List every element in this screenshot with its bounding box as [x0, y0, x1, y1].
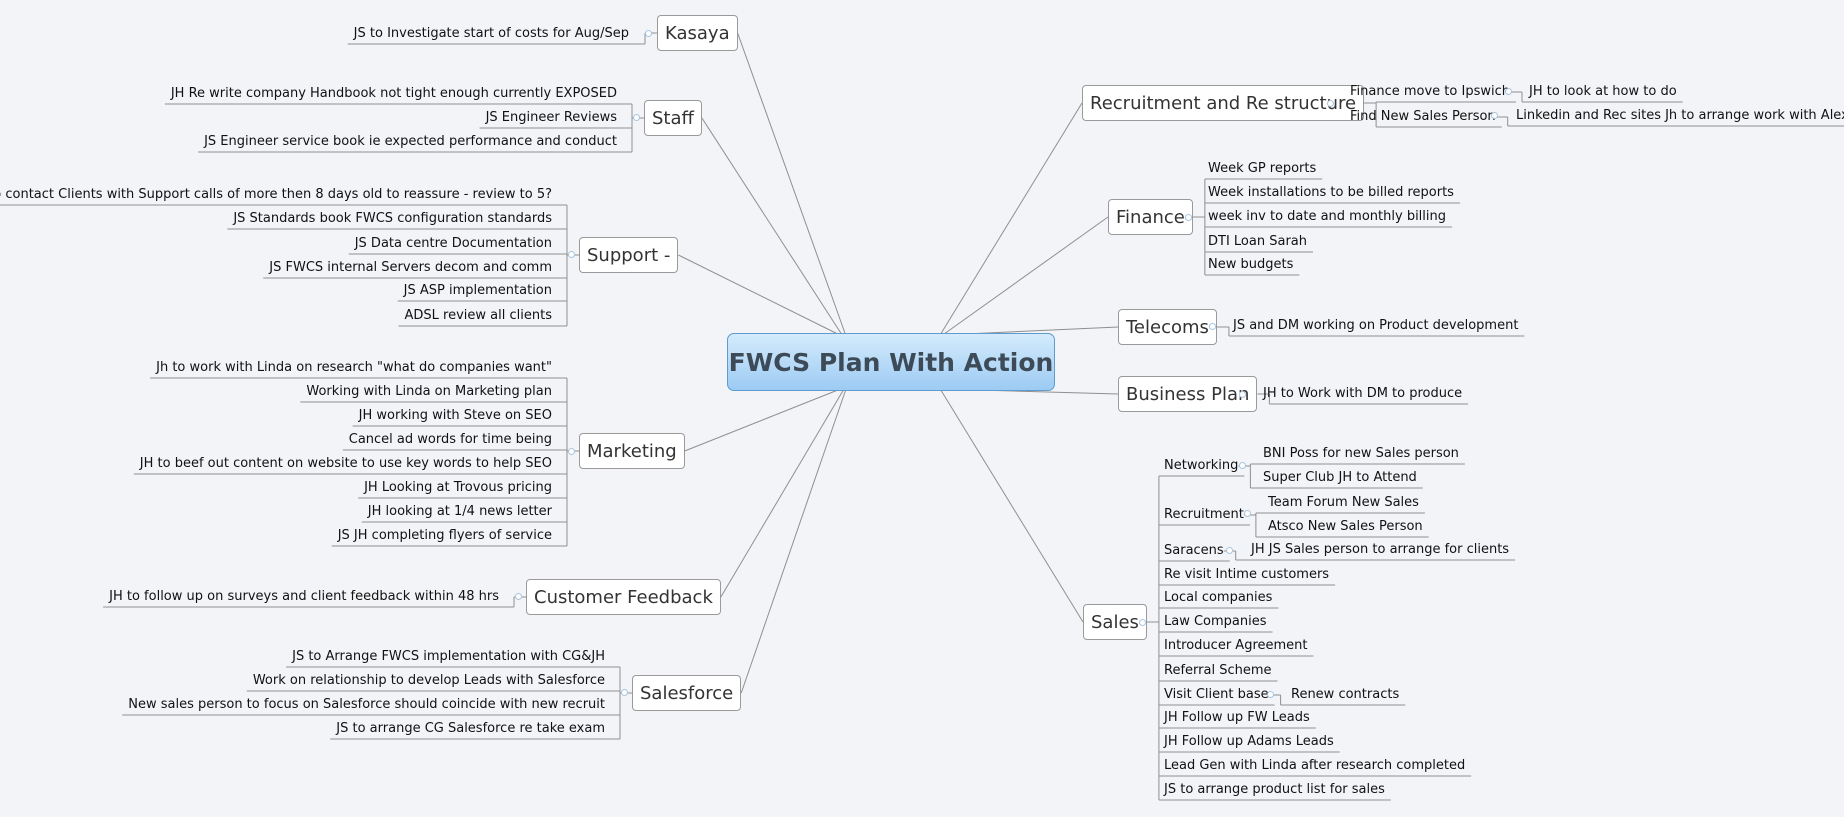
- sales-visit-client-base[interactable]: Visit Client base: [1164, 687, 1269, 702]
- collapse-dot-business-plan[interactable]: [1239, 391, 1246, 398]
- topic-kasaya[interactable]: Kasaya: [657, 15, 738, 51]
- topic-telecoms[interactable]: Telecoms: [1118, 309, 1217, 345]
- central-topic-label: FWCS Plan With Action: [728, 347, 1054, 377]
- leaf-staff-3[interactable]: JS Engineer service book ie expected per…: [204, 134, 617, 149]
- leaf-recruitment-2-sub[interactable]: Linkedin and Rec sites Jh to arrange wor…: [1516, 108, 1844, 123]
- leaf-salesforce-2[interactable]: Work on relationship to develop Leads wi…: [252, 673, 605, 688]
- leaf-sales-recruitment-1[interactable]: Team Forum New Sales: [1268, 495, 1419, 510]
- sales-recruitment[interactable]: Recruitment: [1164, 507, 1244, 522]
- leaf-sales-a-1[interactable]: Re visit Intime customers: [1164, 567, 1330, 582]
- leaf-sales-a-5[interactable]: Referral Scheme: [1164, 663, 1272, 678]
- leaf-support-1[interactable]: JS to contact Clients with Support calls…: [0, 187, 552, 202]
- topic-sales[interactable]: Sales: [1083, 604, 1147, 640]
- collapse-dot-sales[interactable]: [1139, 619, 1146, 626]
- collapse-dot-saracens[interactable]: [1226, 547, 1233, 554]
- leaf-networking-1[interactable]: BNI Poss for new Sales person: [1263, 446, 1459, 461]
- leaf-support-5[interactable]: JS ASP implementation: [403, 283, 552, 298]
- topic-finance[interactable]: Finance: [1108, 199, 1193, 235]
- topic-support-label: Support -: [587, 244, 671, 266]
- central-topic[interactable]: FWCS Plan With Action: [727, 333, 1055, 391]
- leaf-finance-1[interactable]: Week GP reports: [1208, 161, 1317, 176]
- leaf-support-6[interactable]: ADSL review all clients: [404, 308, 552, 323]
- collapse-dot-kasaya[interactable]: [645, 30, 652, 37]
- leaf-saracens-1[interactable]: JH JS Sales person to arrange for client…: [1251, 542, 1510, 557]
- leaf-salesforce-4[interactable]: JS to arrange CG Salesforce re take exam: [336, 721, 605, 736]
- collapse-dot-customer-feedback[interactable]: [515, 593, 522, 600]
- leaf-support-2[interactable]: JS Standards book FWCS configuration sta…: [233, 211, 552, 226]
- leaf-finance-3[interactable]: week inv to date and monthly billing: [1208, 209, 1447, 224]
- leaf-marketing-8[interactable]: JS JH completing flyers of service: [337, 528, 552, 543]
- topic-salesforce[interactable]: Salesforce: [632, 675, 742, 711]
- sales-networking[interactable]: Networking: [1164, 458, 1239, 473]
- leaf-salesforce-1[interactable]: JS to Arrange FWCS implementation with C…: [292, 649, 605, 664]
- collapse-dot-find-sales[interactable]: [1491, 112, 1498, 119]
- leaf-support-3[interactable]: JS Data centre Documentation: [354, 236, 552, 251]
- leaf-sales-a-4[interactable]: Introducer Agreement: [1164, 638, 1308, 653]
- leaf-marketing-4[interactable]: Cancel ad words for time being: [348, 432, 552, 447]
- leaf-sales-b-4[interactable]: JS to arrange product list for sales: [1164, 782, 1385, 797]
- leaf-finance-2[interactable]: Week installations to be billed reports: [1208, 185, 1454, 200]
- leaf-salesforce-3[interactable]: New sales person to focus on Salesforce …: [128, 697, 605, 712]
- leaf-sales-a-3[interactable]: Law Companies: [1164, 614, 1267, 629]
- topic-marketing[interactable]: Marketing: [579, 433, 685, 469]
- leaf-customer-feedback-1[interactable]: JH to follow up on surveys and client fe…: [109, 589, 499, 604]
- leaf-staff-1[interactable]: JH Re write company Handbook not tight e…: [170, 86, 617, 101]
- leaf-sales-a-2[interactable]: Local companies: [1164, 590, 1273, 605]
- topic-business-plan-label: Business Plan: [1126, 383, 1250, 405]
- leaf-marketing-3[interactable]: JH working with Steve on SEO: [358, 408, 552, 423]
- topic-sales-label: Sales: [1091, 611, 1139, 633]
- leaf-finance-4[interactable]: DTI Loan Sarah: [1208, 234, 1307, 249]
- leaf-telecoms-1[interactable]: JS and DM working on Product development: [1233, 318, 1519, 333]
- collapse-dot-sales-recruitment[interactable]: [1244, 510, 1251, 517]
- topic-staff[interactable]: Staff: [644, 100, 702, 136]
- leaf-marketing-5[interactable]: JH to beef out content on website to use…: [139, 456, 552, 471]
- leaf-marketing-7[interactable]: JH looking at 1/4 news letter: [367, 504, 552, 519]
- collapse-dot-finance-move[interactable]: [1505, 88, 1512, 95]
- topic-kasaya-label: Kasaya: [665, 22, 730, 44]
- leaf-business-plan-1[interactable]: JH to Work with DM to produce: [1263, 386, 1463, 401]
- leaf-sales-b-2[interactable]: JH Follow up Adams Leads: [1164, 734, 1334, 749]
- sales-saracens[interactable]: Saracens: [1164, 543, 1224, 558]
- collapse-dot-telecoms[interactable]: [1209, 323, 1216, 330]
- topic-finance-label: Finance: [1116, 206, 1185, 228]
- leaf-sales-b-1[interactable]: JH Follow up FW Leads: [1164, 710, 1310, 725]
- topic-recruitment-restructure[interactable]: Recruitment and Re structure: [1082, 85, 1365, 121]
- collapse-dot-support[interactable]: [568, 251, 575, 258]
- leaf-staff-2[interactable]: JS Engineer Reviews: [485, 110, 617, 125]
- topic-business-plan[interactable]: Business Plan: [1118, 376, 1258, 412]
- topic-customer-feedback[interactable]: Customer Feedback: [526, 579, 721, 615]
- collapse-dot-staff[interactable]: [633, 114, 640, 121]
- topic-customer-feedback-label: Customer Feedback: [534, 586, 713, 608]
- topic-telecoms-label: Telecoms: [1126, 316, 1209, 338]
- topic-recruitment-restructure-label: Recruitment and Re structure: [1090, 92, 1357, 114]
- leaf-finance-5[interactable]: New budgets: [1208, 257, 1294, 272]
- leaf-recruitment-1-sub[interactable]: JH to look at how to do: [1529, 84, 1677, 99]
- collapse-dot-salesforce[interactable]: [621, 689, 628, 696]
- leaf-marketing-2[interactable]: Working with Linda on Marketing plan: [306, 384, 552, 399]
- collapse-dot-networking[interactable]: [1239, 462, 1246, 469]
- leaf-sales-recruitment-2[interactable]: Atsco New Sales Person: [1268, 519, 1423, 534]
- collapse-dot-finance[interactable]: [1185, 214, 1192, 221]
- collapse-dot-visit-client[interactable]: [1267, 691, 1274, 698]
- topic-staff-label: Staff: [652, 107, 694, 129]
- leaf-visit-1[interactable]: Renew contracts: [1291, 687, 1400, 702]
- leaf-marketing-1[interactable]: Jh to work with Linda on research "what …: [156, 360, 552, 375]
- collapse-dot-marketing[interactable]: [568, 448, 575, 455]
- leaf-sales-b-3[interactable]: Lead Gen with Linda after research compl…: [1164, 758, 1466, 773]
- leaf-kasaya-1[interactable]: JS to Investigate start of costs for Aug…: [353, 26, 629, 41]
- leaf-recruitment-2[interactable]: Find New Sales Person: [1350, 109, 1496, 124]
- collapse-dot-recruitment[interactable]: [1327, 100, 1334, 107]
- topic-salesforce-label: Salesforce: [640, 682, 734, 704]
- leaf-recruitment-1[interactable]: Finance move to Ipswich: [1350, 84, 1510, 99]
- topic-marketing-label: Marketing: [587, 440, 677, 462]
- leaf-marketing-6[interactable]: JH Looking at Trovous pricing: [364, 480, 552, 495]
- leaf-networking-2[interactable]: Super Club JH to Attend: [1263, 470, 1417, 485]
- topic-support[interactable]: Support -: [579, 237, 679, 273]
- leaf-support-4[interactable]: JS FWCS internal Servers decom and comm: [269, 260, 552, 275]
